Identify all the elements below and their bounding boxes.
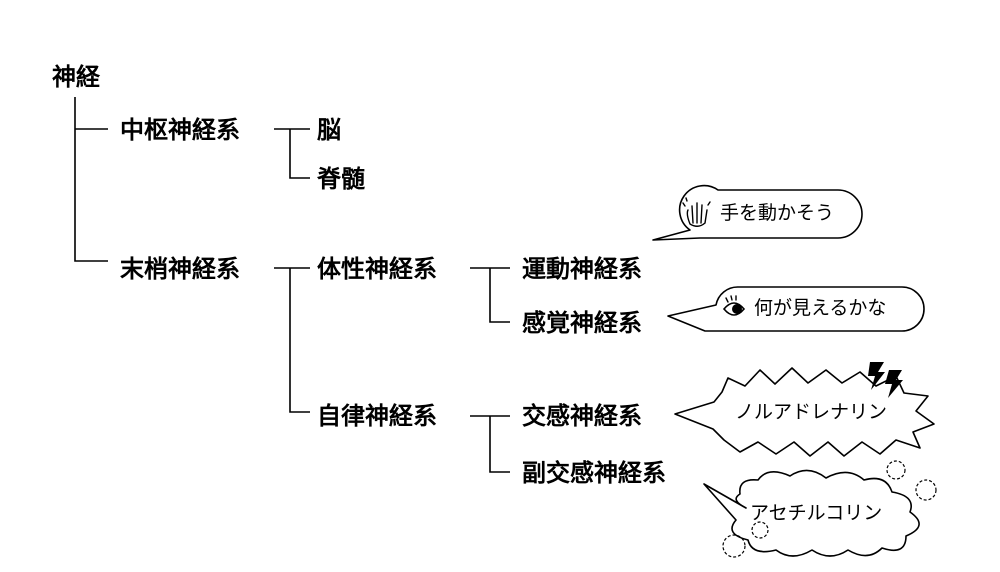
bubble-parasympathetic <box>703 460 937 558</box>
node-sensory-nervous-system: 感覚神経系 <box>522 309 642 337</box>
eye-icon <box>722 295 746 316</box>
bubble-sensory <box>667 286 925 332</box>
node-parasympathetic-nervous-system: 副交感神経系 <box>522 459 666 487</box>
connector-pns-autonomic <box>289 268 310 413</box>
node-nerve: 神経 <box>52 63 100 91</box>
connector-somatic-sensory <box>489 268 510 323</box>
tree-connectors <box>74 97 510 473</box>
bubble-motor-text: 手を動かそう <box>720 202 835 224</box>
connector-cns-spinal <box>289 129 310 179</box>
lightning-icon <box>868 362 903 398</box>
node-peripheral-nervous-system: 末梢神経系 <box>120 255 240 283</box>
bubble-motor <box>652 184 863 241</box>
hand-icon <box>682 197 711 227</box>
node-spinal-cord: 脊髄 <box>317 165 365 193</box>
node-central-nervous-system: 中枢神経系 <box>120 116 240 144</box>
node-somatic-nervous-system: 体性神経系 <box>317 255 437 283</box>
bubble-sympathetic <box>674 362 935 457</box>
node-sympathetic-nervous-system: 交感神経系 <box>522 402 642 430</box>
node-motor-nervous-system: 運動神経系 <box>522 255 642 283</box>
connector-root <box>74 97 108 262</box>
bubble-parasympathetic-text: アセチルコリン <box>750 502 883 524</box>
connector-autonomic-parasympathetic <box>489 416 510 473</box>
node-autonomic-nervous-system: 自律神経系 <box>317 402 437 430</box>
bubble-sensory-text: 何が見えるかな <box>754 297 887 319</box>
node-brain: 脳 <box>317 116 341 144</box>
bubble-sympathetic-text: ノルアドレナリン <box>735 401 888 423</box>
sparkle-circles-icon <box>722 460 937 558</box>
